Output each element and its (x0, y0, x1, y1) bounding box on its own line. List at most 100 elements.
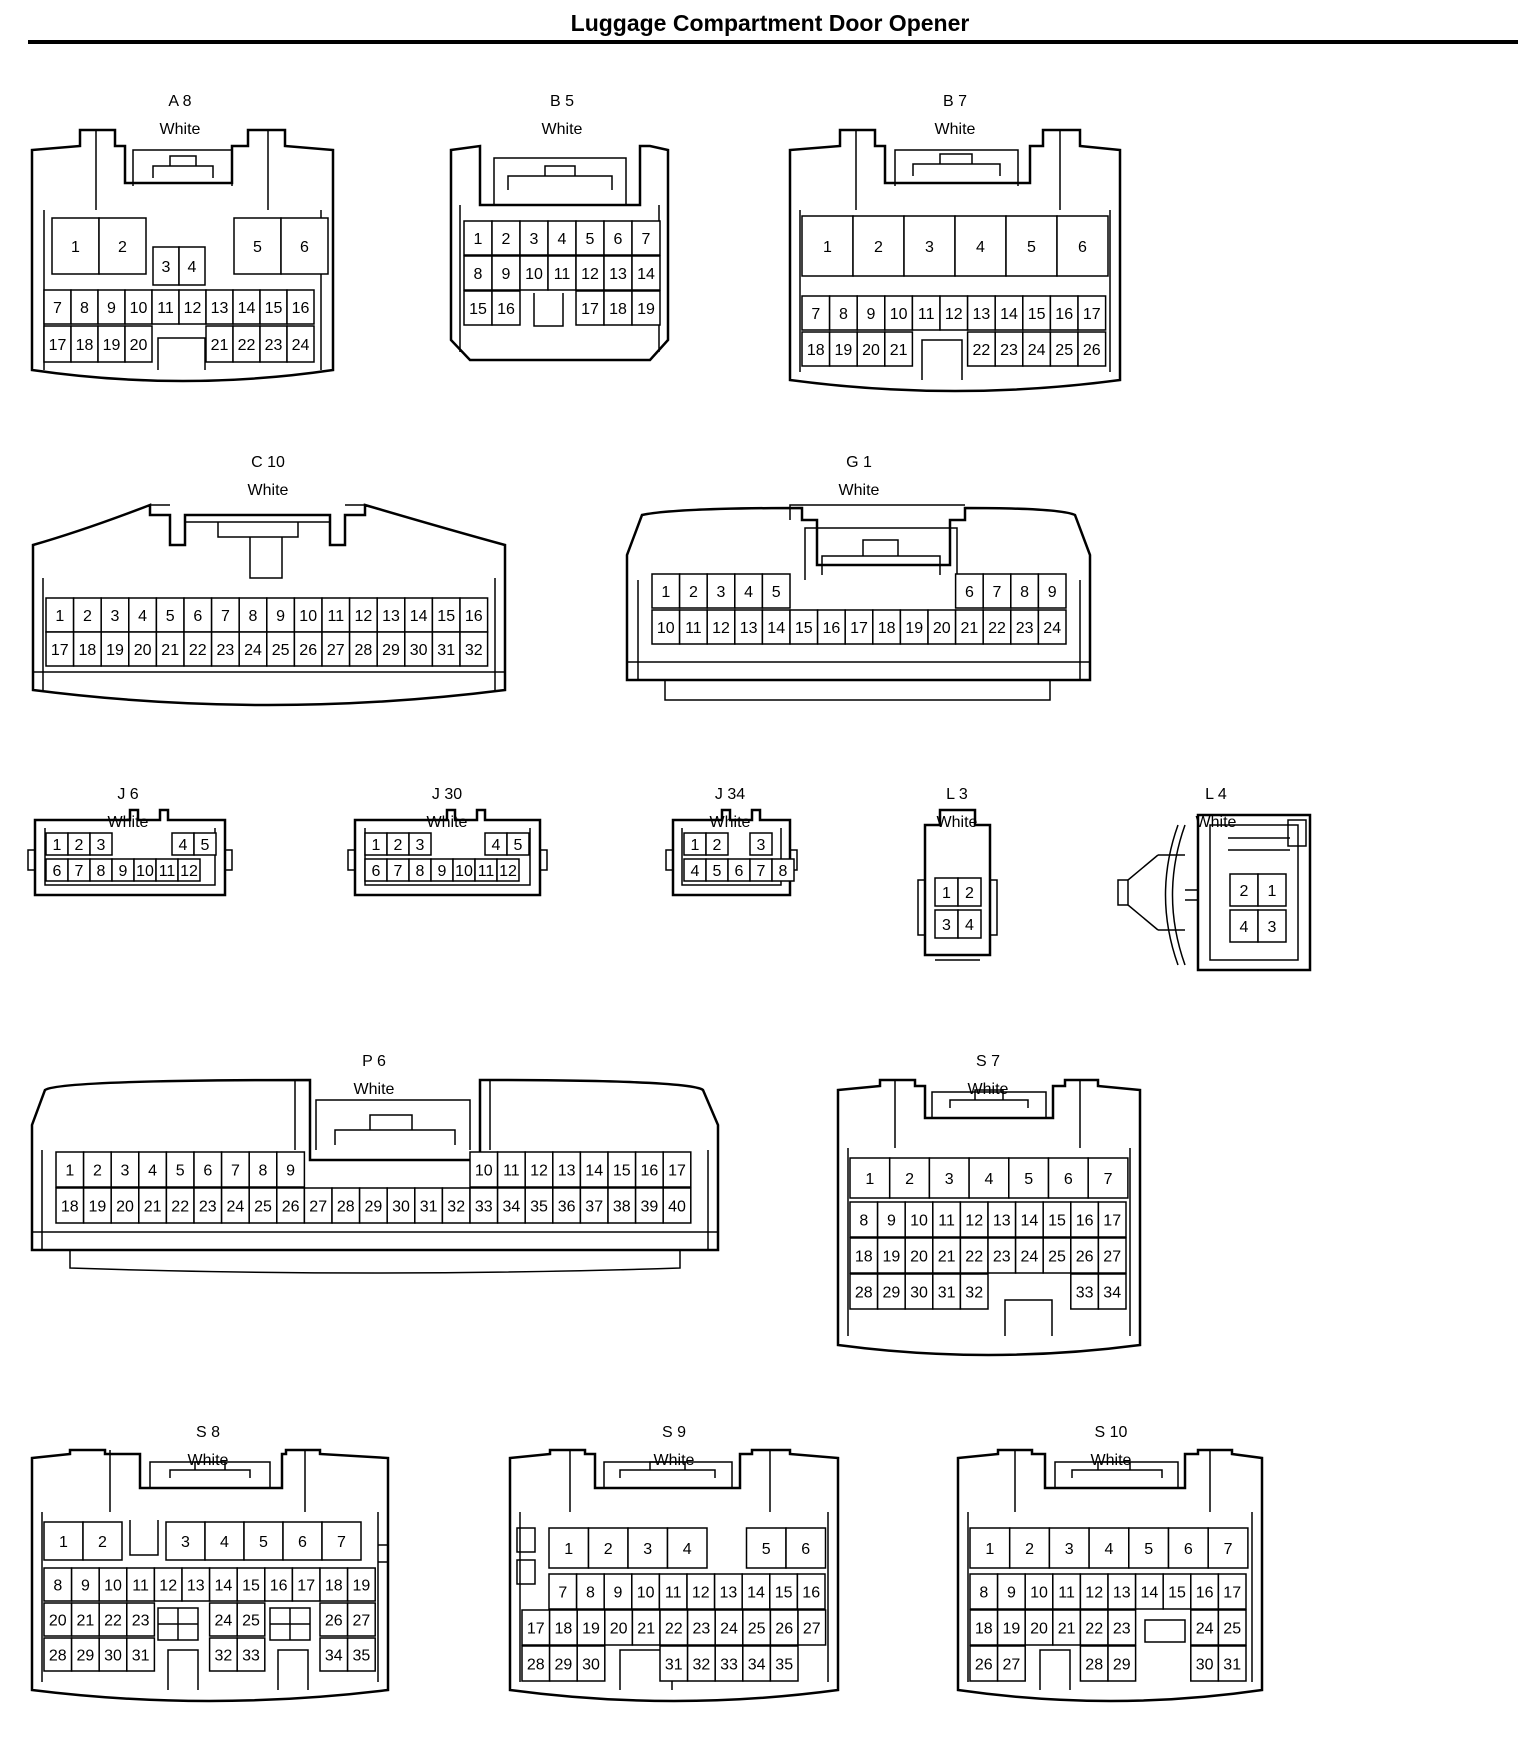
svg-text:24: 24 (244, 642, 262, 659)
svg-text:13: 13 (973, 306, 991, 323)
svg-text:28: 28 (355, 642, 373, 659)
svg-text:19: 19 (905, 620, 923, 637)
svg-text:24: 24 (227, 1199, 245, 1216)
svg-text:2: 2 (98, 1534, 107, 1551)
svg-text:1: 1 (865, 1171, 874, 1188)
svg-text:8: 8 (416, 863, 425, 880)
connector-id-label: P 6 (362, 1053, 386, 1070)
svg-text:6: 6 (965, 584, 974, 601)
svg-text:9: 9 (286, 1163, 295, 1180)
svg-text:23: 23 (693, 1621, 711, 1638)
svg-text:9: 9 (276, 608, 285, 625)
svg-text:5: 5 (201, 837, 210, 854)
title-rule (28, 40, 1518, 44)
connector-id-label: S 10 (1095, 1424, 1128, 1441)
svg-text:13: 13 (609, 266, 627, 283)
svg-text:10: 10 (455, 863, 473, 880)
svg-text:22: 22 (973, 342, 991, 359)
svg-text:13: 13 (720, 1585, 738, 1602)
svg-text:6: 6 (614, 231, 623, 248)
svg-text:11: 11 (503, 1163, 520, 1180)
svg-text:31: 31 (437, 642, 455, 659)
svg-text:18: 18 (325, 1578, 343, 1595)
svg-text:5: 5 (586, 231, 595, 248)
svg-text:35: 35 (353, 1648, 371, 1665)
connector-id-label: S 8 (196, 1424, 220, 1441)
svg-text:15: 15 (1028, 306, 1046, 323)
svg-text:1: 1 (55, 608, 64, 625)
svg-text:20: 20 (933, 620, 951, 637)
svg-text:24: 24 (720, 1621, 738, 1638)
svg-text:30: 30 (582, 1657, 600, 1674)
svg-text:21: 21 (938, 1249, 956, 1266)
svg-text:3: 3 (643, 1541, 652, 1558)
svg-text:8: 8 (97, 863, 106, 880)
svg-text:10: 10 (657, 620, 675, 637)
connector-body (30, 1078, 720, 1274)
connector-color-label: White (188, 1452, 229, 1469)
connector-color-label: White (248, 482, 289, 499)
svg-text:12: 12 (1085, 1585, 1103, 1602)
svg-text:17: 17 (581, 301, 599, 318)
svg-text:7: 7 (231, 1163, 240, 1180)
svg-text:12: 12 (581, 266, 599, 283)
svg-text:11: 11 (938, 1213, 955, 1230)
connector-body (1117, 813, 1312, 972)
svg-text:2: 2 (874, 239, 883, 256)
svg-text:18: 18 (807, 342, 825, 359)
svg-text:1: 1 (691, 837, 700, 854)
svg-text:34: 34 (1103, 1285, 1121, 1302)
svg-text:6: 6 (372, 863, 381, 880)
svg-text:31: 31 (938, 1285, 956, 1302)
svg-text:1: 1 (474, 231, 483, 248)
svg-text:16: 16 (641, 1163, 659, 1180)
svg-text:27: 27 (353, 1613, 371, 1630)
connector-id-label: J 6 (117, 786, 138, 803)
svg-text:11: 11 (157, 300, 174, 317)
svg-text:16: 16 (802, 1585, 820, 1602)
svg-text:26: 26 (1083, 342, 1101, 359)
svg-text:13: 13 (558, 1163, 576, 1180)
svg-text:19: 19 (1003, 1621, 1021, 1638)
svg-text:11: 11 (685, 620, 702, 637)
svg-text:28: 28 (855, 1285, 873, 1302)
svg-text:20: 20 (862, 342, 880, 359)
svg-text:27: 27 (1103, 1249, 1121, 1266)
svg-text:6: 6 (735, 863, 744, 880)
svg-text:30: 30 (1196, 1657, 1214, 1674)
connector-id-label: B 5 (550, 93, 574, 110)
svg-text:14: 14 (637, 266, 655, 283)
svg-text:4: 4 (220, 1534, 229, 1551)
svg-text:16: 16 (497, 301, 515, 318)
svg-text:15: 15 (265, 300, 283, 317)
svg-text:39: 39 (641, 1199, 659, 1216)
svg-text:3: 3 (162, 259, 171, 276)
svg-text:10: 10 (475, 1163, 493, 1180)
svg-text:3: 3 (1268, 919, 1277, 936)
svg-text:20: 20 (49, 1613, 67, 1630)
svg-text:5: 5 (176, 1163, 185, 1180)
svg-text:19: 19 (103, 337, 121, 354)
svg-text:13: 13 (382, 608, 400, 625)
connector-body (625, 504, 1092, 701)
svg-text:4: 4 (188, 259, 197, 276)
svg-text:17: 17 (49, 337, 67, 354)
svg-text:5: 5 (762, 1541, 771, 1558)
connector-id-label: G 1 (846, 454, 872, 471)
svg-text:17: 17 (1103, 1213, 1121, 1230)
svg-text:34: 34 (325, 1648, 343, 1665)
svg-text:17: 17 (527, 1621, 545, 1638)
svg-text:12: 12 (184, 300, 202, 317)
svg-text:4: 4 (965, 917, 974, 934)
svg-text:33: 33 (1076, 1285, 1094, 1302)
svg-text:25: 25 (272, 642, 290, 659)
svg-text:19: 19 (89, 1199, 107, 1216)
svg-text:4: 4 (492, 837, 501, 854)
svg-text:3: 3 (757, 837, 766, 854)
svg-text:12: 12 (712, 620, 730, 637)
svg-text:22: 22 (104, 1613, 122, 1630)
